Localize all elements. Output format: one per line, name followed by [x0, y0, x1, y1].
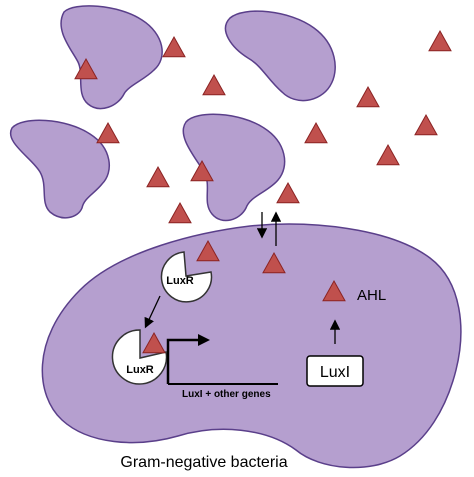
luxi-label: LuxI — [320, 364, 350, 381]
ahl-legend-icon — [322, 279, 346, 302]
gene-label: LuxI + other genes — [182, 389, 271, 400]
ahl-molecule — [262, 251, 286, 274]
ahl-molecule — [428, 29, 452, 52]
ahl-molecule — [168, 201, 192, 224]
large-bacterium — [41, 223, 462, 469]
luxr-protein-top: LuxR — [160, 251, 213, 303]
ahl-molecule — [142, 331, 166, 354]
small-bacterium-3 — [9, 119, 110, 219]
ahl-molecule — [146, 165, 170, 188]
ahl-molecule — [414, 113, 438, 136]
ahl-molecule — [162, 35, 186, 58]
ahl-molecule — [356, 85, 380, 108]
ahl-molecule — [96, 121, 120, 144]
ahl-molecules — [74, 29, 452, 354]
ahl-molecule — [276, 181, 300, 204]
luxi-box: LuxI — [306, 355, 364, 387]
ahl-molecule — [202, 73, 226, 96]
ahl-molecule — [74, 57, 98, 80]
luxr-protein-bound: LuxR — [111, 329, 168, 385]
gene-locus: LuxI + other genes — [166, 334, 278, 400]
luxr-top-label: LuxR — [166, 275, 194, 287]
caption: Gram-negative bacteria — [120, 454, 287, 471]
binding-arrow — [144, 295, 161, 329]
luxr-bound-label: LuxR — [126, 364, 154, 376]
ahl-molecule — [190, 159, 214, 182]
ahl-molecule — [196, 239, 220, 262]
ahl-molecule — [376, 143, 400, 166]
small-bacterium-1 — [60, 5, 163, 110]
ahl-molecule — [304, 121, 328, 144]
ahl-legend-label: AHL — [357, 287, 386, 304]
small-bacterium-2 — [224, 10, 336, 102]
ahl-legend: AHL — [357, 287, 386, 304]
